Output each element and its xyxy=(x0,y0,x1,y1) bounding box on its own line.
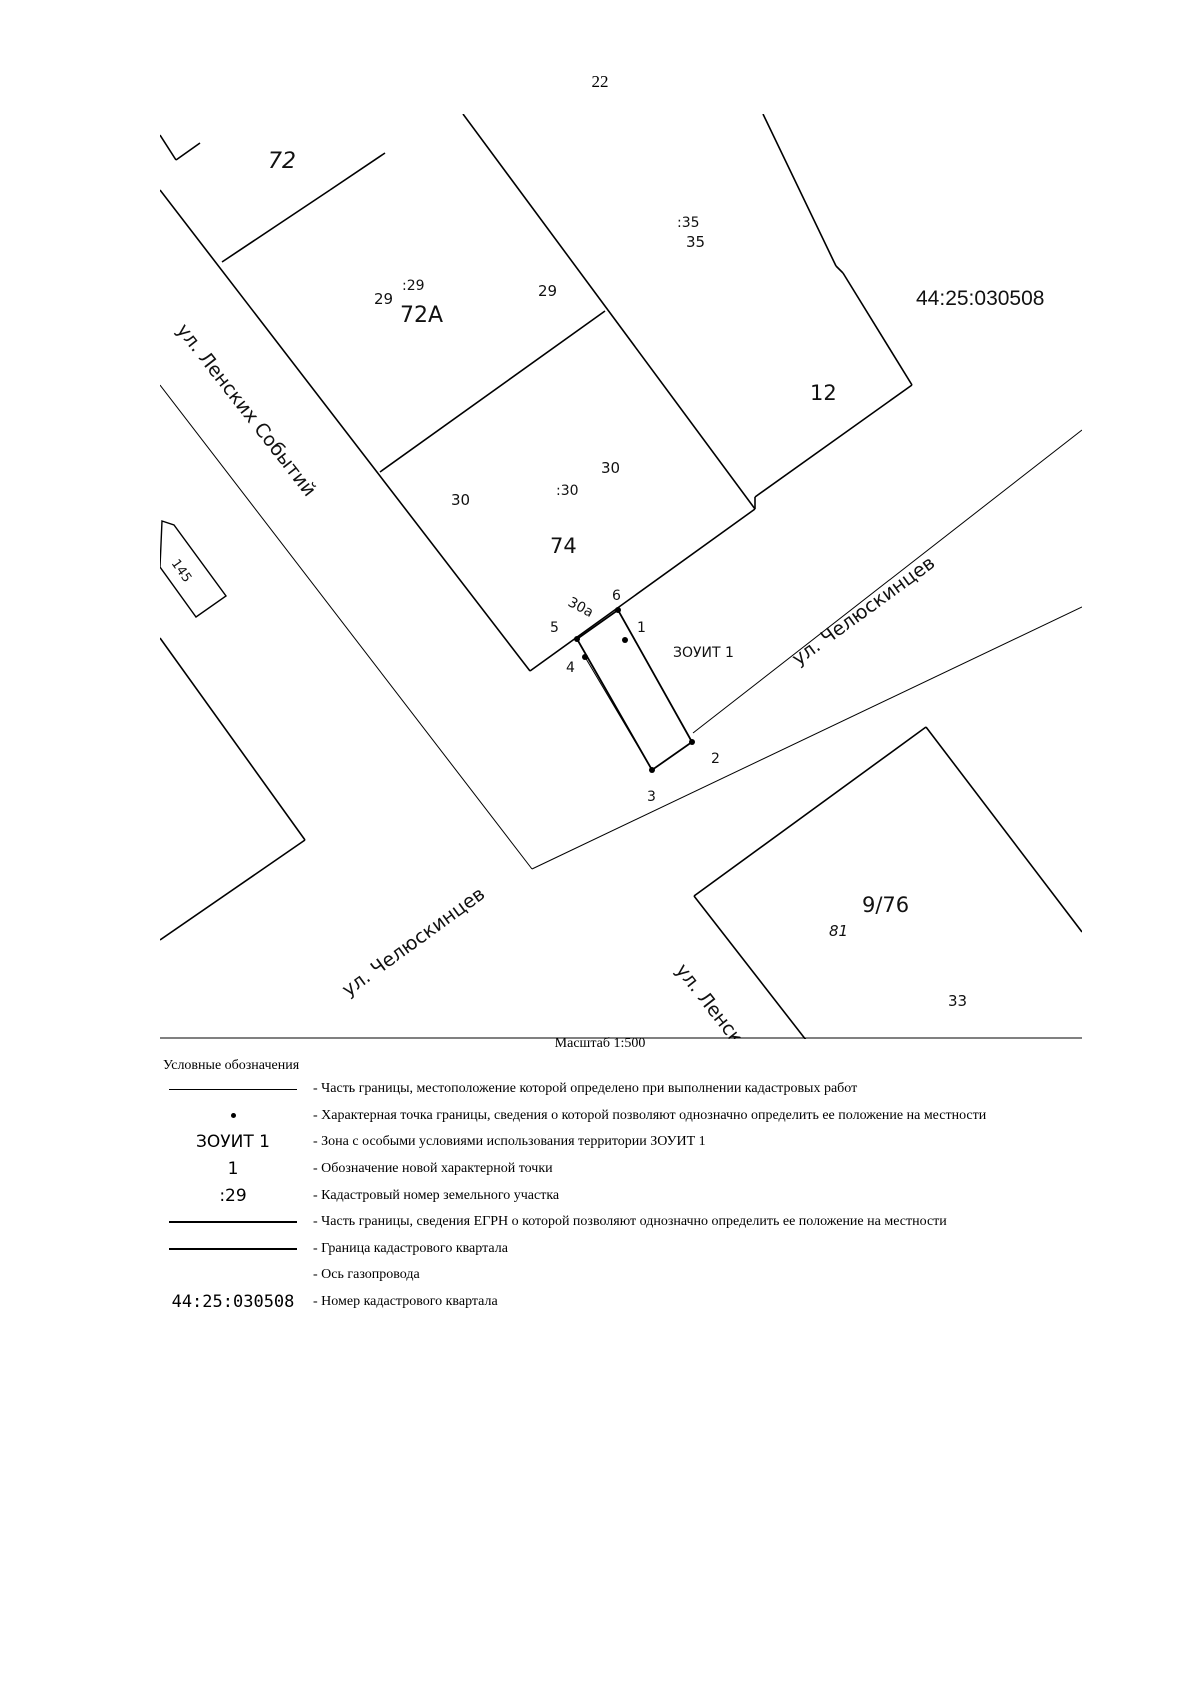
label-parcel-72a: 72А xyxy=(400,303,443,328)
legend-desc: - Номер кадастрового квартала xyxy=(313,1294,498,1310)
legend-symbol-zouit: ЗОУИТ 1 xyxy=(196,1132,270,1153)
label-parcel-81: 81 xyxy=(829,922,848,940)
label-quarter-number: 44:25:030508 xyxy=(916,287,1044,310)
label-parcel-145: 145 xyxy=(168,557,195,586)
boundary-72-72a xyxy=(221,189,331,263)
label-cad-29-a: 29 xyxy=(374,290,393,308)
legend-row-egrn-boundary: - Часть границы, сведения ЕГРН о которой… xyxy=(163,1209,1083,1236)
label-point-2: 2 xyxy=(711,751,720,767)
legend-symbol-quarter-line xyxy=(163,1247,303,1250)
scale-label: Масштаб 1:500 xyxy=(554,1036,646,1051)
legend-desc: - Обозначение новой характерной точки xyxy=(313,1161,553,1177)
label-cad-35: 35 xyxy=(686,233,705,251)
legend-desc: - Граница кадастрового квартала xyxy=(313,1240,508,1256)
label-cad-30-colon: :30 xyxy=(556,483,579,499)
legend-row-characteristic-point: - Характерная точка границы, сведения о … xyxy=(163,1103,1083,1130)
label-parcel-33: 33 xyxy=(948,992,967,1010)
legend-symbol-thin-line xyxy=(163,1088,303,1090)
label-point-3: 3 xyxy=(647,789,656,805)
label-cad-29-b: 29 xyxy=(538,282,557,300)
legend-desc: - Зона с особыми условиями использования… xyxy=(313,1134,706,1150)
boundary-lenskikh-frontage xyxy=(160,189,531,672)
lenskikh-west-edge xyxy=(160,384,533,870)
label-parcel-12: 12 xyxy=(810,381,837,405)
legend-row-cadastral-number: :29 - Кадастровый номер земельного участ… xyxy=(163,1182,1083,1209)
point-2 xyxy=(689,739,695,745)
chelyuskintsev-south-edge xyxy=(531,606,1082,870)
legend-desc: - Кадастровый номер земельного участка xyxy=(313,1187,560,1203)
legend-row-zouit: ЗОУИТ 1 - Зона с особыми условиями испол… xyxy=(163,1129,1083,1156)
gas-pipeline-axis xyxy=(584,656,653,771)
point-4 xyxy=(582,654,588,660)
cadastral-map: 72 3 29 :29 72А 29 :35 35 44:25:030508 1… xyxy=(160,102,1082,1040)
label-street-lensk-partial: ул. Ленск xyxy=(671,960,747,1040)
label-cad-30-a: 30 xyxy=(451,491,470,509)
legend-row-quarter-number: 44:25:030508 - Номер кадастрового кварта… xyxy=(163,1289,1083,1316)
label-parcel-9-76: 9/76 xyxy=(862,893,909,917)
label-cad-35-colon: :35 xyxy=(677,215,700,231)
boundary-72a-74 xyxy=(379,310,606,473)
legend-row-cadastral-boundary: - Часть границы, местоположение которой … xyxy=(163,1076,1083,1103)
legend-row-quarter-boundary: - Граница кадастрового квартала xyxy=(163,1236,1083,1263)
label-cad-29-colon: :29 xyxy=(402,278,425,294)
label-point-5: 5 xyxy=(550,620,559,636)
zouit-1-zone xyxy=(575,608,694,772)
legend-row-new-point: 1 - Обозначение новой характерной точки xyxy=(163,1156,1083,1183)
boundary-chelyuskintsev-frontage xyxy=(529,508,756,672)
label-street-lenskikh: ул. Ленских Событий xyxy=(172,320,320,501)
label-zouit-1: ЗОУИТ 1 xyxy=(673,645,734,661)
legend-desc: - Характерная точка границы, сведения о … xyxy=(313,1107,987,1123)
label-cad-30-b: 30 xyxy=(601,459,620,477)
label-parcel-72: 72 xyxy=(268,149,296,174)
legend-symbol-new-point: 1 xyxy=(227,1159,239,1180)
label-cad-30a: 30а xyxy=(565,594,596,621)
legend-symbol-cadastral-number: :29 xyxy=(219,1185,247,1206)
chelyuskintsev-north-edge xyxy=(692,429,1082,734)
point-5 xyxy=(574,636,580,642)
legend-symbol-quarter-number: 44:25:030508 xyxy=(171,1292,295,1313)
legend-symbol-bold-line xyxy=(163,1221,303,1224)
label-point-6: 6 xyxy=(612,588,621,604)
boundary-parcel-29-30-east xyxy=(462,114,756,510)
street-lines xyxy=(160,384,1082,870)
point-1 xyxy=(622,637,628,643)
legend-title: Условные обозначения xyxy=(163,1058,300,1073)
legend-symbol-dot xyxy=(163,1113,303,1119)
legend: - Часть границы, местоположение которой … xyxy=(163,1076,1083,1315)
label-parcel-74: 74 xyxy=(550,534,577,558)
point-3 xyxy=(649,767,655,773)
characteristic-points xyxy=(574,607,695,773)
label-top-partial-left: 3 xyxy=(190,102,199,118)
label-point-4: 4 xyxy=(566,660,575,676)
legend-desc: - Ось газопровода xyxy=(313,1267,420,1283)
legend-desc: - Часть границы, местоположение которой … xyxy=(313,1081,858,1097)
point-6 xyxy=(615,607,621,613)
legend-desc: - Часть границы, сведения ЕГРН о которой… xyxy=(313,1214,947,1230)
legend-row-gas-pipeline: - Ось газопровода xyxy=(163,1262,1083,1289)
parcel-boundaries xyxy=(160,114,1082,1039)
label-street-chelyuskintsev-right: ул. Челюскинцев xyxy=(788,552,939,670)
page-number: 22 xyxy=(591,72,609,91)
label-point-1: 1 xyxy=(637,620,646,636)
label-street-chelyuskintsev-left: ул. Челюскинцев xyxy=(338,883,489,1001)
